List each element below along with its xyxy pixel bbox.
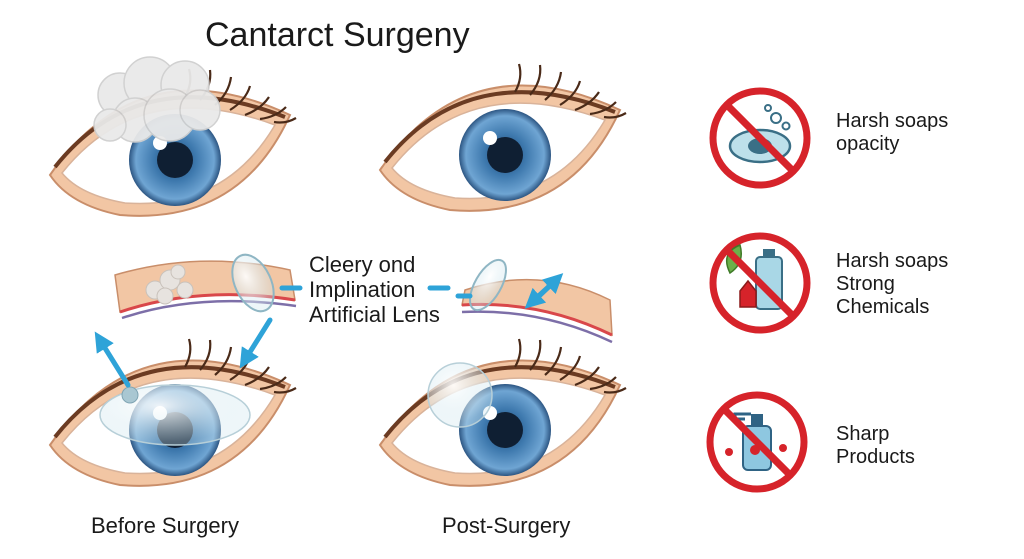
warning-2-line-2: Strong bbox=[836, 273, 895, 295]
process-arrows bbox=[94, 273, 564, 388]
warning-soap-label: Harsh soaps opacity bbox=[836, 110, 948, 156]
warning-3-line-2: Products bbox=[836, 446, 915, 468]
warning-1-line-1: Harsh soaps bbox=[836, 110, 949, 132]
diagram-title: Cantarct Surgeny bbox=[205, 16, 470, 54]
caption-post-surgery: Post-Surgery bbox=[442, 513, 571, 538]
lens-implant-caption: Cleery ond Implination Artificial Lens bbox=[309, 252, 440, 327]
caption-before-surgery: Before Surgery bbox=[91, 513, 239, 538]
arrow-double-right-back bbox=[524, 277, 559, 309]
no-soap-icon bbox=[713, 91, 807, 185]
no-sharp-products-icon bbox=[710, 395, 804, 489]
warning-1-line-2: opacity bbox=[836, 133, 900, 155]
warning-3-line-1: Sharp bbox=[836, 423, 890, 445]
eye-clear-top bbox=[378, 62, 628, 213]
eye-post-surgery bbox=[378, 337, 628, 488]
eye-cross-section-left bbox=[114, 253, 297, 320]
warning-2-line-1: Harsh soaps bbox=[836, 250, 949, 272]
lens-caption-line-3: Artificial Lens bbox=[309, 302, 440, 327]
eye-before bbox=[48, 337, 298, 488]
warning-2-line-3: Chemicals bbox=[836, 296, 930, 318]
warning-sharp-label: Sharp Products bbox=[836, 423, 915, 469]
arrow-down-lens bbox=[239, 317, 273, 369]
cataract-cloud-icon bbox=[93, 56, 221, 143]
warning-chemicals-label: Harsh soaps Strong Chemicals bbox=[836, 250, 948, 319]
eye-before-cloudy bbox=[48, 56, 298, 218]
arrow-up-left bbox=[94, 331, 131, 388]
lens-caption-line-1: Cleery ond bbox=[309, 252, 416, 277]
no-chemicals-icon bbox=[713, 236, 807, 330]
lens-caption-line-2: Implination bbox=[309, 277, 416, 302]
